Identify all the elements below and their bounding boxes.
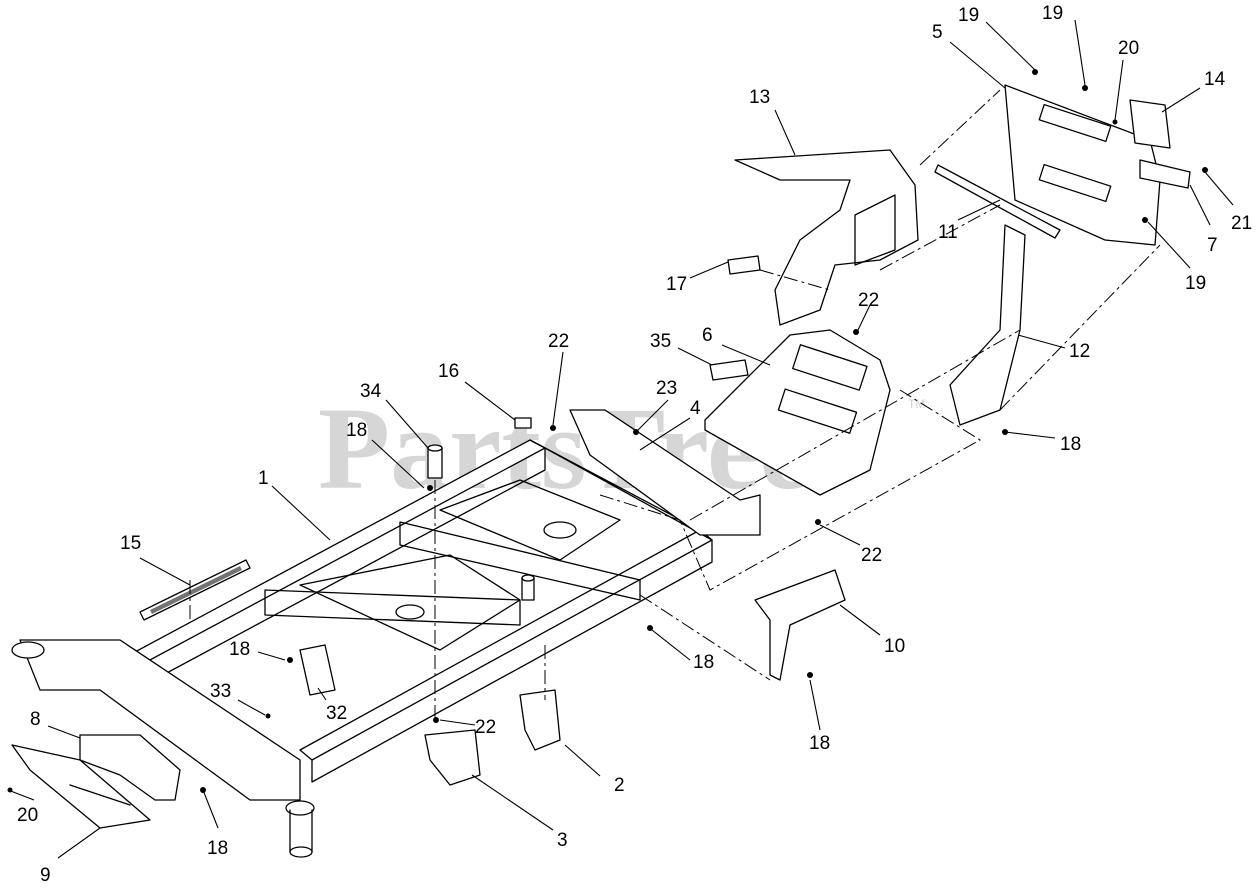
callout-3: 3: [557, 830, 568, 851]
callout-22-b: 22: [858, 290, 879, 311]
hardware-bolts: [7, 69, 1208, 793]
part-7-bracket: [1139, 159, 1191, 189]
callout-18-a: 18: [346, 420, 367, 441]
part-3-bracket: [424, 729, 481, 786]
callout-2: 2: [614, 775, 625, 796]
callout-18-f: 18: [207, 838, 228, 859]
callout-1: 1: [258, 468, 269, 489]
callout-9: 9: [40, 865, 51, 886]
callout-16: 16: [438, 361, 459, 382]
decal-17: [727, 255, 761, 275]
callout-21: 21: [1231, 213, 1252, 234]
callout-18-d: 18: [1060, 434, 1081, 455]
callout-11: 11: [938, 222, 958, 243]
leader-lines: [7, 19, 1234, 859]
decal-14: [1129, 99, 1171, 149]
callout-22-d: 22: [475, 717, 496, 738]
part-32-bracket: [299, 644, 336, 696]
watermark-tm: TM: [908, 397, 925, 411]
callout-8: 8: [30, 709, 41, 730]
decal-35: [709, 359, 749, 381]
part-6-plate: [704, 329, 891, 496]
callout-19-c: 19: [1185, 273, 1206, 294]
part-10-bracket: [754, 569, 846, 681]
callout-15: 15: [120, 533, 141, 554]
part-4-plate: [569, 409, 761, 536]
callout-18-b: 18: [229, 639, 250, 660]
callout-17: 17: [666, 274, 687, 295]
callout-32: 32: [326, 703, 347, 724]
part-9-shield: [11, 744, 151, 829]
callout-4: 4: [690, 398, 701, 419]
part-12-panel: [949, 224, 1026, 426]
part-13-panel: [734, 149, 919, 326]
callout-22-a: 22: [548, 331, 569, 352]
callout-18-e: 18: [809, 733, 830, 754]
callout-12: 12: [1069, 341, 1090, 362]
callout-33: 33: [210, 681, 231, 702]
main-frame: [11, 439, 713, 858]
callout-20-b: 20: [17, 805, 38, 826]
alignment-lines: [189, 89, 1161, 720]
callout-22-c: 22: [861, 545, 882, 566]
callout-34: 34: [360, 381, 382, 402]
callout-19-b: 19: [1042, 3, 1063, 24]
callout-14: 14: [1204, 69, 1226, 90]
callout-5: 5: [932, 22, 943, 43]
callout-35: 35: [650, 331, 671, 352]
callout-labels: 1 2 3 4 5 6 7 8 9 10 11 12 13 14 15 16 1…: [17, 3, 1252, 886]
callout-19-a: 19: [958, 5, 979, 26]
callout-13: 13: [749, 87, 770, 108]
callout-10: 10: [884, 636, 905, 657]
decal-16: [514, 417, 532, 429]
callout-7: 7: [1207, 235, 1218, 256]
callout-18-c: 18: [693, 652, 714, 673]
callout-23: 23: [656, 378, 677, 399]
callout-20-a: 20: [1118, 38, 1139, 59]
part-8-shield: [79, 734, 181, 801]
callout-6: 6: [702, 325, 713, 346]
part-2-bracket: [519, 689, 561, 751]
